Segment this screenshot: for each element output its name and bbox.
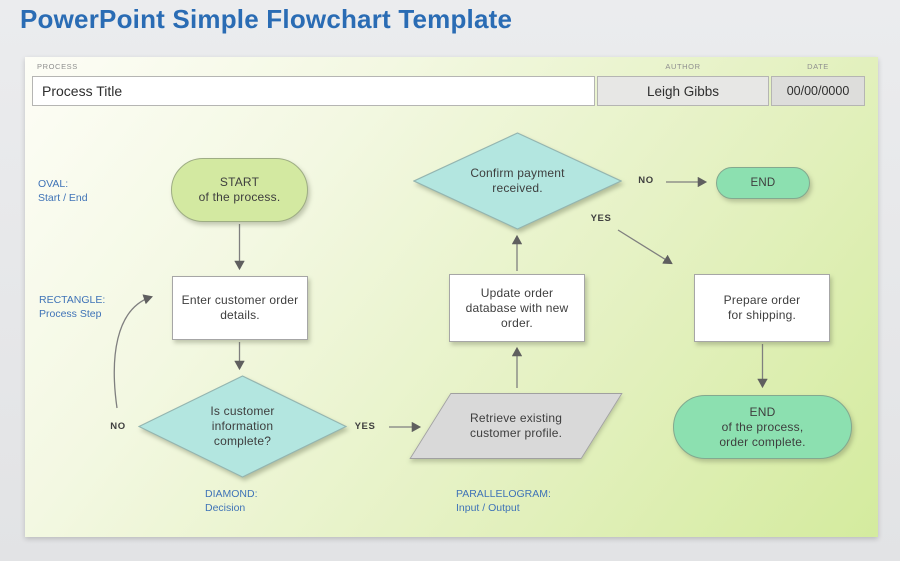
process-title-text: Process Title: [42, 83, 123, 99]
legend-oval-title: OVAL:: [38, 178, 69, 190]
end-oval-bottom[interactable]: END of the process, order complete.: [673, 395, 852, 459]
legend-parallelogram: PARALLELOGRAM: Input / Output: [456, 488, 551, 515]
process-label: PROCESS: [37, 62, 78, 71]
legend-diamond-title: DIAMOND:: [205, 488, 258, 500]
prepare-shipping-rect[interactable]: Prepare order for shipping.: [694, 274, 830, 342]
prepare-shipping-text: Prepare order for shipping.: [723, 293, 801, 322]
legend-rectangle-title: RECTANGLE:: [39, 294, 106, 306]
legend-rectangle-subtitle: Process Step: [39, 307, 102, 320]
confirm-payment-diamond[interactable]: Confirm payment received.: [413, 132, 622, 230]
customer-info-diamond[interactable]: Is customer information complete?: [138, 375, 347, 478]
retrieve-profile-parallelogram[interactable]: Retrieve existing customer profile.: [409, 393, 623, 459]
start-oval-text: START of the process.: [198, 175, 281, 204]
legend-oval-subtitle: Start / End: [38, 191, 88, 204]
retrieve-profile-text: Retrieve existing customer profile.: [469, 411, 563, 440]
diamond-shape: [413, 132, 622, 230]
end-top-text: END: [750, 176, 776, 189]
legend-parallelogram-subtitle: Input / Output: [456, 501, 520, 514]
legend-rectangle: RECTANGLE: Process Step: [39, 294, 105, 321]
arrow-confirm-yes-to-prepare: [617, 229, 673, 265]
process-title-field[interactable]: Process Title: [32, 76, 595, 106]
author-label: AUTHOR: [665, 62, 701, 71]
end-oval-top[interactable]: END: [716, 167, 810, 199]
diamond-shape: [138, 375, 347, 478]
page-title: PowerPoint Simple Flowchart Template: [20, 4, 513, 34]
date-label: DATE: [807, 62, 829, 71]
yes-label-top: YES: [590, 213, 612, 224]
no-label-top: NO: [638, 175, 654, 186]
date-text: 00/00/0000: [786, 84, 850, 98]
start-oval[interactable]: START of the process.: [171, 158, 308, 222]
end-bottom-text: END of the process, order complete.: [719, 404, 806, 449]
update-database-rect[interactable]: Update order database with new order.: [449, 274, 585, 342]
enter-order-rect[interactable]: Enter customer order details.: [172, 276, 308, 340]
author-field[interactable]: Leigh Gibbs: [597, 76, 769, 106]
author-text: Leigh Gibbs: [646, 83, 720, 99]
customer-info-text: Is customer information complete?: [210, 404, 275, 448]
no-label-bottom: NO: [110, 421, 126, 432]
yes-label-bottom: YES: [354, 421, 376, 432]
legend-diamond-subtitle: Decision: [205, 501, 246, 514]
update-database-text: Update order database with new order.: [465, 285, 569, 330]
confirm-payment-text: Confirm payment received.: [470, 166, 565, 195]
enter-order-text: Enter customer order details.: [181, 293, 299, 322]
legend-oval: OVAL: Start / End: [38, 178, 88, 205]
legend-diamond: DIAMOND: Decision: [205, 488, 258, 515]
flowchart-canvas: PROCESS AUTHOR DATE Process Title Leigh …: [25, 57, 878, 537]
date-field[interactable]: 00/00/0000: [771, 76, 865, 106]
legend-parallelogram-title: PARALLELOGRAM:: [456, 488, 551, 500]
